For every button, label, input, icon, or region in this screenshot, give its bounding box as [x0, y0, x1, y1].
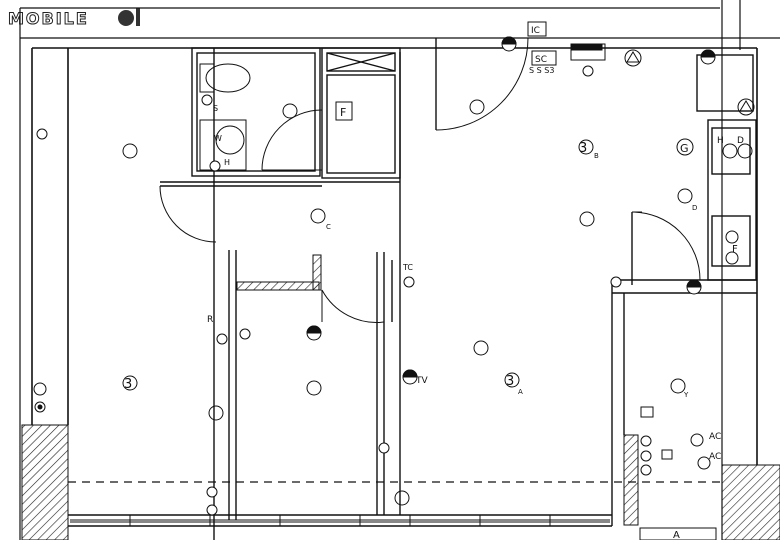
w-label: W — [214, 134, 222, 143]
h-label: H — [224, 158, 230, 167]
s-label: S — [213, 104, 218, 113]
ceiling-lights — [33, 99, 694, 506]
kitchen-appliances — [722, 143, 753, 265]
f-panel-label: F — [732, 244, 738, 255]
light-icon — [33, 382, 47, 396]
room-b-suffix: B — [594, 152, 599, 160]
outlets — [34, 65, 711, 516]
light-icon — [676, 138, 694, 156]
wall-stub-hatch — [236, 281, 320, 291]
logo-text: MOBILE — [8, 9, 89, 28]
tv-label: TV — [415, 376, 428, 386]
closet-f-box — [335, 101, 353, 121]
logo-one-mark — [136, 8, 140, 26]
room-a-suffix: A — [518, 388, 523, 396]
ic-box — [527, 21, 547, 37]
triangle-symbols — [624, 49, 755, 116]
hd-h-label: H — [717, 136, 724, 146]
mobile01-logo: MOBILE — [8, 8, 140, 29]
toilet-fixture — [199, 63, 251, 93]
light-icon — [310, 208, 326, 224]
column-right — [721, 464, 780, 540]
closet-f-label: F — [340, 106, 346, 119]
d-label: D — [692, 204, 697, 212]
s-switches-label: S S S3 — [529, 66, 554, 75]
windows — [70, 515, 717, 540]
wall-stub-hatch-v — [312, 254, 322, 291]
logo-badge-icon — [118, 10, 134, 26]
light-icon — [677, 188, 693, 204]
y-label: Y — [683, 391, 689, 399]
exterior-walls — [31, 47, 758, 527]
light-icon — [122, 143, 138, 159]
light-icon — [579, 211, 595, 227]
hd-d-label: D — [737, 136, 744, 146]
room-three-a-label: 3 — [506, 374, 514, 389]
column-mid — [623, 434, 639, 526]
sink-fixture — [199, 119, 247, 171]
ic-label: IC — [531, 26, 540, 36]
c-label: C — [326, 223, 331, 231]
panel-boxes — [335, 21, 673, 460]
light-icon — [578, 139, 594, 155]
outer-frame — [19, 0, 780, 540]
column-left — [21, 424, 69, 540]
ac-lower-label: AC — [709, 452, 721, 462]
light-icon — [504, 372, 520, 388]
tc-label: TC — [402, 263, 413, 272]
light-icon — [670, 378, 686, 394]
light-icon — [469, 99, 485, 115]
light-icon — [473, 340, 489, 356]
ac-upper-label: AC — [709, 432, 721, 442]
light-icon — [394, 490, 410, 506]
half-filled-symbols — [306, 36, 716, 385]
r-label: R — [207, 315, 213, 325]
sc-box — [531, 50, 557, 66]
sc-label: SC — [535, 55, 547, 65]
light-icon — [208, 405, 224, 421]
light-icon — [122, 375, 138, 391]
room-three-left-label: 3 — [124, 377, 132, 392]
interior-walls — [160, 38, 757, 540]
light-icon — [282, 103, 298, 119]
room-three-b-label: 3 — [579, 141, 587, 156]
light-icon — [306, 380, 322, 396]
bottom-a-label: A — [673, 530, 680, 540]
text-labels: IC SC S S S3 F 3 B 3 A 3 G D H C W S R T… — [124, 26, 744, 540]
door-swings — [159, 37, 701, 323]
g-symbol-label: G — [680, 142, 689, 155]
